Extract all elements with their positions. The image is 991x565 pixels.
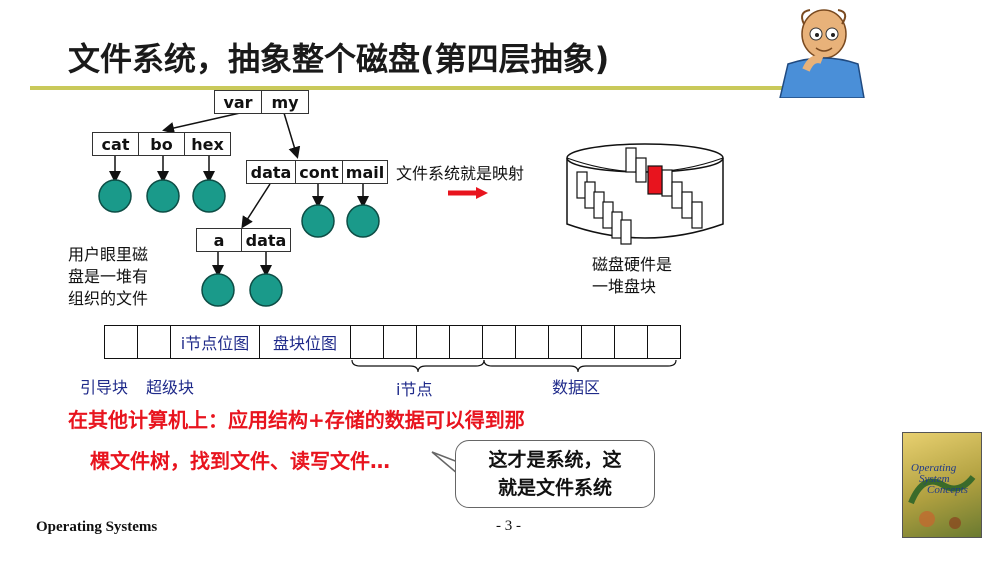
super-block-cell [138,326,171,358]
hardware-view-line-1: 磁盘硬件是 [592,255,673,274]
data-area-brace [483,359,677,373]
file-node-cat [98,179,132,213]
callout-bubble: 这才是系统，这 就是文件系统 [455,440,655,508]
book-title: Operating System Concepts [911,463,968,496]
dir-entry-data: data [247,161,296,183]
file-node-mail [346,204,380,238]
data-dir-box: a data [196,228,291,252]
disk-layout-row: i节点位图 盘块位图 [104,325,681,359]
data-cell [516,326,549,358]
edge-var-to-dir [162,112,241,134]
red-line-1: 在其他计算机上：应用结构+存储的数据可以得到那 [68,408,525,432]
callout-line-1: 这才是系统，这 [488,449,622,471]
data-cell [483,326,516,358]
data-cell [549,326,582,358]
title-divider [30,86,860,90]
file-node-hex [192,179,226,213]
inode-bitmap-cell: i节点位图 [171,326,260,358]
dir-entry-hex: hex [191,134,224,154]
book-title-line-3: Concepts [927,484,968,496]
dinosaur-icon [908,475,976,529]
inode-cell [384,326,417,358]
thinking-professor-illustration [779,9,865,98]
page-number: - 3 - [496,518,521,534]
red-line-2: 棵文件树，找到文件、读写文件… [90,449,390,473]
inode-cell [417,326,450,358]
edge-data-dir [241,183,271,229]
dir-entry-cont: cont [296,161,343,183]
dir-entry-data-file: data [245,230,287,250]
file-node-data [249,273,283,307]
dir-entry-a: a [197,229,242,251]
var-dir-box: cat bo hex [92,132,231,156]
boot-block-label: 引导块 [80,378,129,397]
book-title-line-1: Operating [911,462,957,474]
file-node-cont [301,204,335,238]
data-cell [648,326,680,358]
dir-entry-my: my [271,92,299,112]
disk-blocks [576,147,703,245]
slide-title: 文件系统，抽象整个磁盘(第四层抽象) [68,40,610,78]
data-cell [615,326,648,358]
super-block-label: 超级块 [146,378,195,397]
data-cell [582,326,615,358]
inode-cell [351,326,384,358]
root-dir-box: var my [214,90,309,114]
user-view-line-3: 组织的文件 [68,289,149,308]
my-dir-box: data cont mail [246,160,388,184]
footer-course-name: Operating Systems [36,519,158,535]
file-node-bo [146,179,180,213]
dir-entry-bo: bo [139,133,185,155]
file-node-a [201,273,235,307]
user-view-label: 用户眼里磁 盘是一堆有 组织的文件 [68,244,148,310]
highlighted-block [647,165,663,195]
dir-entry-mail: mail [345,162,385,182]
inode-cell [450,326,483,358]
data-area-label: 数据区 [552,378,601,397]
dir-entry-cat: cat [93,133,139,155]
block-bitmap-cell: 盘块位图 [260,326,351,358]
mapping-label: 文件系统就是映射 [396,164,525,183]
boot-block-cell [105,326,138,358]
user-view-line-2: 盘是一堆有 [68,267,149,286]
dir-entry-var: var [215,91,262,113]
inode-area-label: i节点 [396,380,433,399]
callout-line-2: 就是文件系统 [497,477,612,499]
book-cover-image: Operating System Concepts [902,432,982,538]
inode-area-brace [351,359,485,373]
hardware-view-label: 磁盘硬件是 一堆盘块 [592,254,672,298]
book-title-line-2: System [919,473,950,485]
edge-my-to-dir [283,112,301,159]
hardware-view-line-2: 一堆盘块 [592,277,657,296]
user-view-line-1: 用户眼里磁 [68,245,149,264]
